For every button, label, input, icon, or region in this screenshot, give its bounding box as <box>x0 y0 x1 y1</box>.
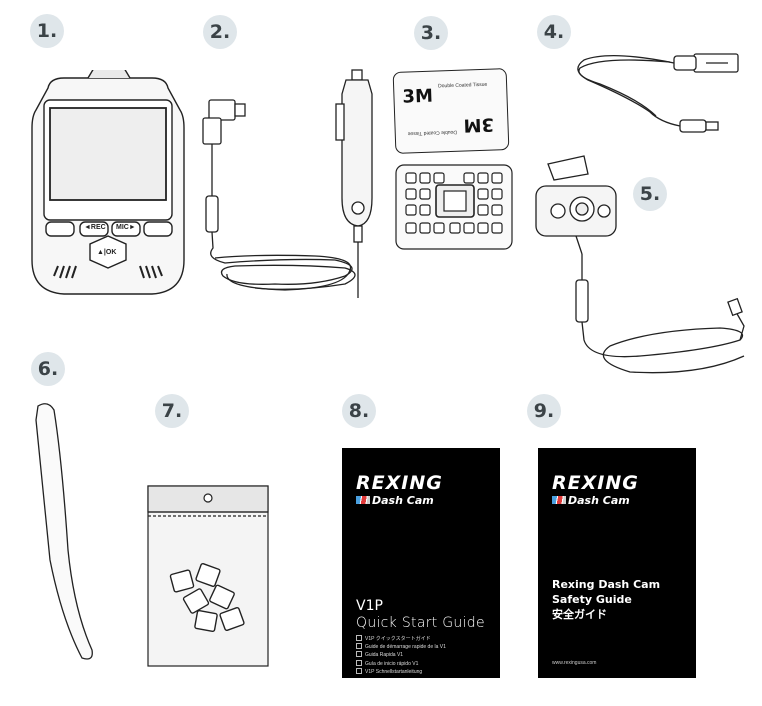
model-title: V1P <box>356 598 383 614</box>
tape-brand-label: 3M <box>402 85 434 108</box>
language-item: Guida Rapida V1 <box>356 651 446 659</box>
rear-camera-illustration <box>535 155 745 374</box>
item-number-badge-1: 1. <box>30 14 64 48</box>
item-number-badge-4: 4. <box>537 15 571 49</box>
language-item: Guía de inicio rápido V1 <box>356 660 446 668</box>
ok-button-label: ▲|OK <box>97 249 117 256</box>
logo-stripes-icon <box>356 496 370 504</box>
dash-cam-logo-subtitle: Dash Cam <box>552 494 630 507</box>
rexing-logo: REXING <box>552 472 639 494</box>
dash-cam-label: Dash Cam <box>568 494 630 507</box>
item-number-badge-8: 8. <box>342 394 376 428</box>
language-item: V1P Schnellstartanleitung <box>356 668 446 676</box>
website-url: www.rexingusa.com <box>552 660 597 666</box>
dash-camera-illustration <box>31 70 185 295</box>
item-number-badge-2: 2. <box>203 15 237 49</box>
rexing-logo: REXING <box>356 472 443 494</box>
safety-title-line: 安全ガイド <box>552 608 607 621</box>
mount-base-illustration <box>395 164 513 250</box>
quick-start-guide-title: Quick Start Guide <box>356 615 485 631</box>
tape-caption-label: Double Coated Tissue <box>438 81 488 90</box>
safety-title-line: Rexing Dash Cam <box>552 578 661 591</box>
item-number-badge-7: 7. <box>155 394 189 428</box>
mic-button-label: MIC► <box>116 224 136 231</box>
logo-stripes-icon <box>552 496 566 504</box>
dash-cam-label: Dash Cam <box>372 494 434 507</box>
item-number-badge-5: 5. <box>633 177 667 211</box>
car-charger-illustration <box>335 69 373 298</box>
mini-usb-cable-illustration <box>202 99 356 291</box>
dash-cam-logo-subtitle: Dash Cam <box>356 494 434 507</box>
safety-guide-title: Rexing Dash Cam Safety Guide 安全ガイド <box>552 577 660 622</box>
rec-button-label: ◄REC <box>84 224 106 231</box>
cable-clips-bag-illustration <box>147 485 269 667</box>
item-number-badge-9: 9. <box>527 394 561 428</box>
language-list: V1P クイックスタートガイド Guide de démarrage rapid… <box>356 635 446 676</box>
tape-caption-label-mirrored: Double Coated Tissue <box>407 128 458 137</box>
tape-brand-label-mirrored: 3M <box>463 113 495 136</box>
adhesive-tape-pad: 3M Double Coated Tissue 3M Double Coated… <box>392 68 510 154</box>
pry-tool-illustration <box>35 403 93 660</box>
language-item: Guide de démarrage rapide de la V1 <box>356 643 446 651</box>
item-number-badge-6: 6. <box>31 352 65 386</box>
item-number-badge-3: 3. <box>414 16 448 50</box>
quick-start-guide-booklet: REXING Dash Cam V1P Quick Start Guide V1… <box>342 448 500 678</box>
safety-title-line: Safety Guide <box>552 593 632 606</box>
safety-guide-booklet: REXING Dash Cam Rexing Dash Cam Safety G… <box>538 448 696 678</box>
language-item: V1P クイックスタートガイド <box>356 635 446 643</box>
usb-cable-illustration <box>577 53 739 133</box>
